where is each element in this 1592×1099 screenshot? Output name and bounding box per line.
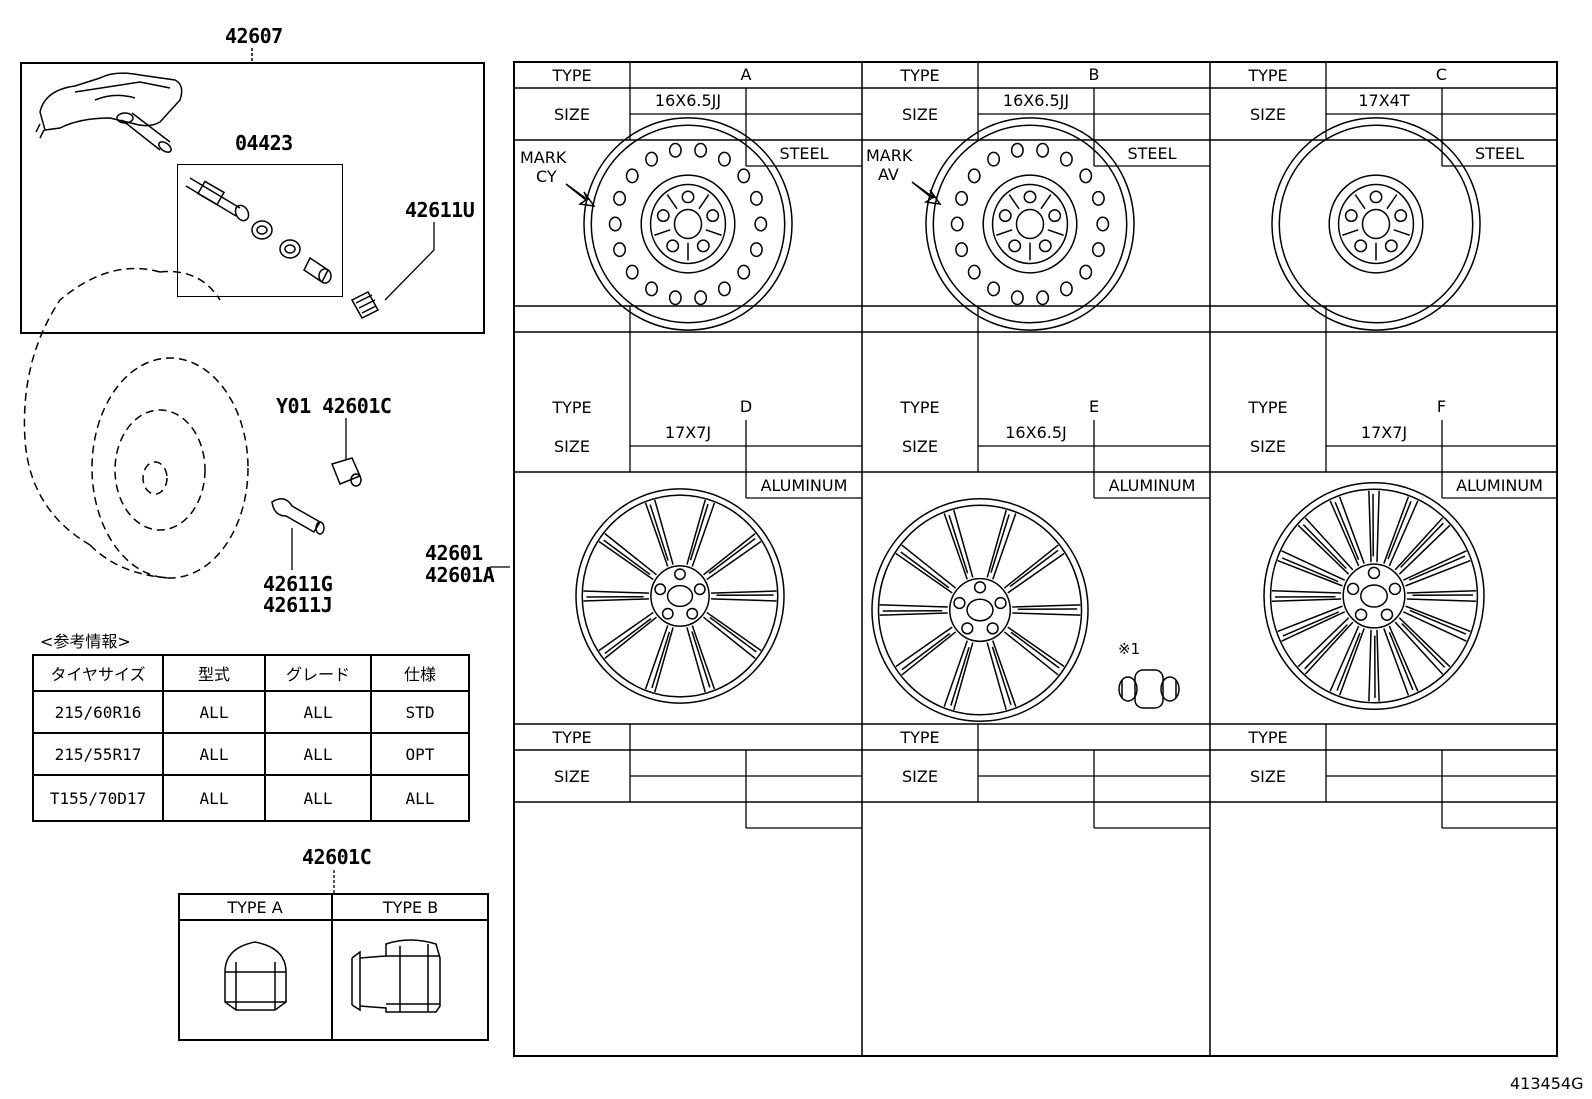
size-value-c: 17X4T xyxy=(1358,90,1410,110)
table-cell: 215/60R16 xyxy=(32,690,164,734)
nut-header-line xyxy=(178,919,489,921)
type-value-c: C xyxy=(1435,64,1448,84)
material-a: STEEL xyxy=(779,143,829,163)
table-cell: T155/70D17 xyxy=(32,774,164,822)
size-label-d: SIZE xyxy=(554,436,590,456)
wheel-d-alloy xyxy=(575,488,785,704)
size-label-e: SIZE xyxy=(902,436,938,456)
valve-kit-box xyxy=(177,164,343,297)
table-cell: ALL xyxy=(264,732,372,776)
size-label-b: SIZE xyxy=(902,104,938,124)
header-grade: グレード xyxy=(264,654,372,692)
type-label-i: TYPE xyxy=(1248,727,1288,747)
reference-info-table: タイヤサイズ 型式 グレード 仕様 215/60R16 ALL ALL STD … xyxy=(32,654,470,822)
header-spec: 仕様 xyxy=(370,654,470,692)
note-mark: ※1 xyxy=(1118,640,1141,658)
type-value-a: A xyxy=(740,64,752,84)
mark-arrow-icon xyxy=(565,181,942,207)
size-label-i: SIZE xyxy=(1250,766,1286,786)
material-d: ALUMINUM xyxy=(760,475,848,495)
table-cell: OPT xyxy=(370,732,470,776)
table-cell: ALL xyxy=(162,690,266,734)
header-model: 型式 xyxy=(162,654,266,692)
material-c: STEEL xyxy=(1474,143,1525,163)
size-label-g: SIZE xyxy=(554,766,590,786)
material-b: STEEL xyxy=(1127,143,1177,163)
table-cell: ALL xyxy=(370,774,470,822)
nut-types-box xyxy=(178,893,489,1041)
table-header-row: タイヤサイズ 型式 グレード 仕様 xyxy=(32,654,470,692)
part-number-42611U: 42611U xyxy=(405,198,475,222)
part-number-42601A: 42601A xyxy=(425,563,495,587)
material-f: ALUMINUM xyxy=(1456,475,1543,495)
type-label-a: TYPE xyxy=(552,65,592,85)
tpms-box xyxy=(20,62,485,334)
size-value-b: 16X6.5JJ xyxy=(1002,90,1070,110)
diagram-id: 413454G xyxy=(1510,1074,1584,1093)
size-value-e: 16X6.5J xyxy=(1005,422,1067,442)
part-number-42601C: 42601C xyxy=(302,845,372,869)
part-number-Y01-42601C: Y01 42601C xyxy=(276,394,392,418)
wheel-e-alloy xyxy=(871,498,1089,722)
table-cell: STD xyxy=(370,690,470,734)
mark-label-b: MARK xyxy=(866,146,913,165)
wheel-a-steel xyxy=(583,117,793,331)
mark-code-a: CY xyxy=(536,167,557,186)
size-value-f: 17X7J xyxy=(1360,422,1408,442)
mark-code-b: AV xyxy=(878,165,899,184)
wheel-b-steel xyxy=(925,117,1135,331)
type-label-c: TYPE xyxy=(1248,65,1288,85)
nut-divider xyxy=(331,893,333,1041)
wheel-f-alloy xyxy=(1263,481,1485,711)
size-label-f: SIZE xyxy=(1250,436,1286,456)
type-value-b: B xyxy=(1088,64,1100,84)
table-cell: ALL xyxy=(162,774,266,822)
part-number-42611G: 42611G xyxy=(263,572,333,596)
size-label-c: SIZE xyxy=(1250,104,1286,124)
table-cell: 215/55R17 xyxy=(32,732,164,776)
part-number-42607: 42607 xyxy=(225,24,283,48)
size-value-a: 16X6.5JJ xyxy=(654,90,722,110)
wheel-c-spare xyxy=(1271,117,1481,331)
table-row: T155/70D17 ALL ALL ALL xyxy=(32,774,470,822)
table-cell: ALL xyxy=(264,774,372,822)
type-value-e: E xyxy=(1088,396,1100,416)
part-number-42601: 42601 xyxy=(425,541,483,565)
nut-type-b-label: TYPE B xyxy=(382,897,439,917)
type-value-d: D xyxy=(739,396,753,416)
table-cell: ALL xyxy=(264,690,372,734)
nut-type-a-label: TYPE A xyxy=(227,897,283,917)
type-label-b: TYPE xyxy=(900,65,940,85)
part-number-42611J: 42611J xyxy=(263,593,333,617)
part-number-04423: 04423 xyxy=(235,131,293,155)
type-label-h: TYPE xyxy=(900,727,940,747)
type-label-d: TYPE xyxy=(552,397,592,417)
table-row: 215/60R16 ALL ALL STD xyxy=(32,690,470,734)
type-label-e: TYPE xyxy=(900,397,940,417)
material-e: ALUMINUM xyxy=(1108,475,1196,495)
type-value-f: F xyxy=(1436,396,1447,416)
header-tire-size: タイヤサイズ xyxy=(32,654,164,692)
reference-info-title: <参考情報> xyxy=(40,632,131,651)
type-label-g: TYPE xyxy=(552,727,592,747)
mark-label-a: MARK xyxy=(520,148,567,167)
table-row: 215/55R17 ALL ALL OPT xyxy=(32,732,470,776)
size-label-h: SIZE xyxy=(902,766,938,786)
table-cell: ALL xyxy=(162,732,266,776)
type-label-f: TYPE xyxy=(1248,397,1288,417)
size-value-d: 17X7J xyxy=(664,422,712,442)
size-label-a: SIZE xyxy=(554,104,590,124)
